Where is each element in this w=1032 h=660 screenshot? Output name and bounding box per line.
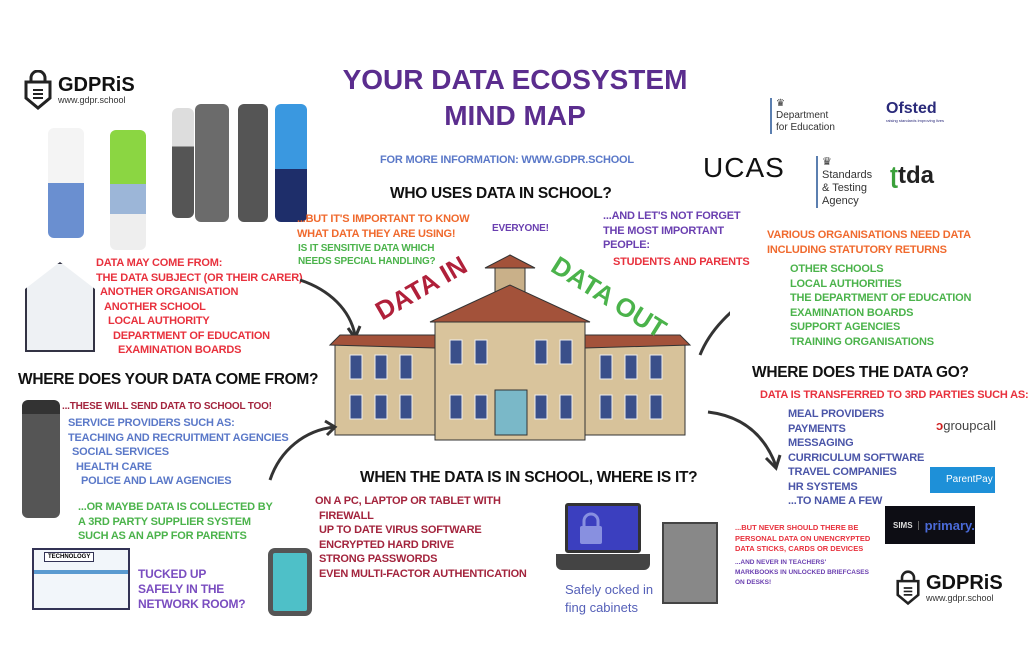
brand-url[interactable]: www.gdpr.school (58, 95, 126, 105)
students-parents-label: STUDENTS AND PARENTS (613, 256, 750, 268)
arrow-in-icon (299, 278, 357, 336)
technology-sign: TECHNOLOGY (44, 552, 95, 562)
shield-lock-icon (24, 70, 52, 110)
police-officer-illustration (22, 400, 60, 518)
sources-list: DATA MAY COME FROM: THE DATA SUBJECT (OR… (96, 257, 303, 356)
in-school-heading: WHEN THE DATA IS IN SCHOOL, WHERE IS IT? (360, 469, 698, 486)
arrow-in-lower-icon (268, 419, 338, 481)
who-uses-heading: WHO USES DATA IN SCHOOL? (390, 185, 612, 202)
filing-cabinet-illustration (662, 522, 718, 604)
groupcall-logo: ↄgroupcall (936, 418, 996, 433)
town-hall-illustration (25, 262, 95, 352)
school-building-illustration (299, 254, 730, 441)
providers-list: SERVICE PROVIDERS SUCH AS:TEACHING AND R… (68, 417, 289, 487)
everyone-label: EVERYONE! (492, 223, 549, 234)
ucas-logo: UCAS (703, 152, 785, 183)
arrow-out-icon (698, 311, 730, 356)
tda-logo: ʈtda (890, 162, 934, 189)
send-too-note: ...THESE WILL SEND DATA TO SCHOOL TOO! (62, 401, 272, 412)
network-room-illustration: TECHNOLOGY (32, 548, 130, 610)
brand-url-bottom[interactable]: www.gdpr.school (926, 593, 994, 603)
comes-from-heading: WHERE DOES YOUR DATA COME FROM? (18, 371, 319, 388)
data-go-heading: WHERE DOES THE DATA GO? (752, 364, 969, 381)
never-markbooks-note: ...AND NEVER IN TEACHERS'MARKBOOKS IN UN… (735, 559, 869, 586)
shield-lock-icon (896, 570, 920, 606)
transfer-note: DATA IS TRANSFERRED TO 3RD PARTIES SUCH … (760, 389, 1029, 401)
parentpay-logo: ParentPay (930, 467, 995, 493)
more-info-link[interactable]: FOR MORE INFORMATION: WWW.GDPR.SCHOOL (380, 154, 634, 166)
brand-name: GDPRiS (58, 74, 135, 96)
brand-name-bottom: GDPRiS (926, 572, 1003, 594)
locked-laptop-illustration (565, 503, 641, 553)
tablet-illustration (268, 548, 312, 616)
padlock-icon (580, 512, 602, 544)
arrow-out-lower-icon (707, 410, 782, 471)
